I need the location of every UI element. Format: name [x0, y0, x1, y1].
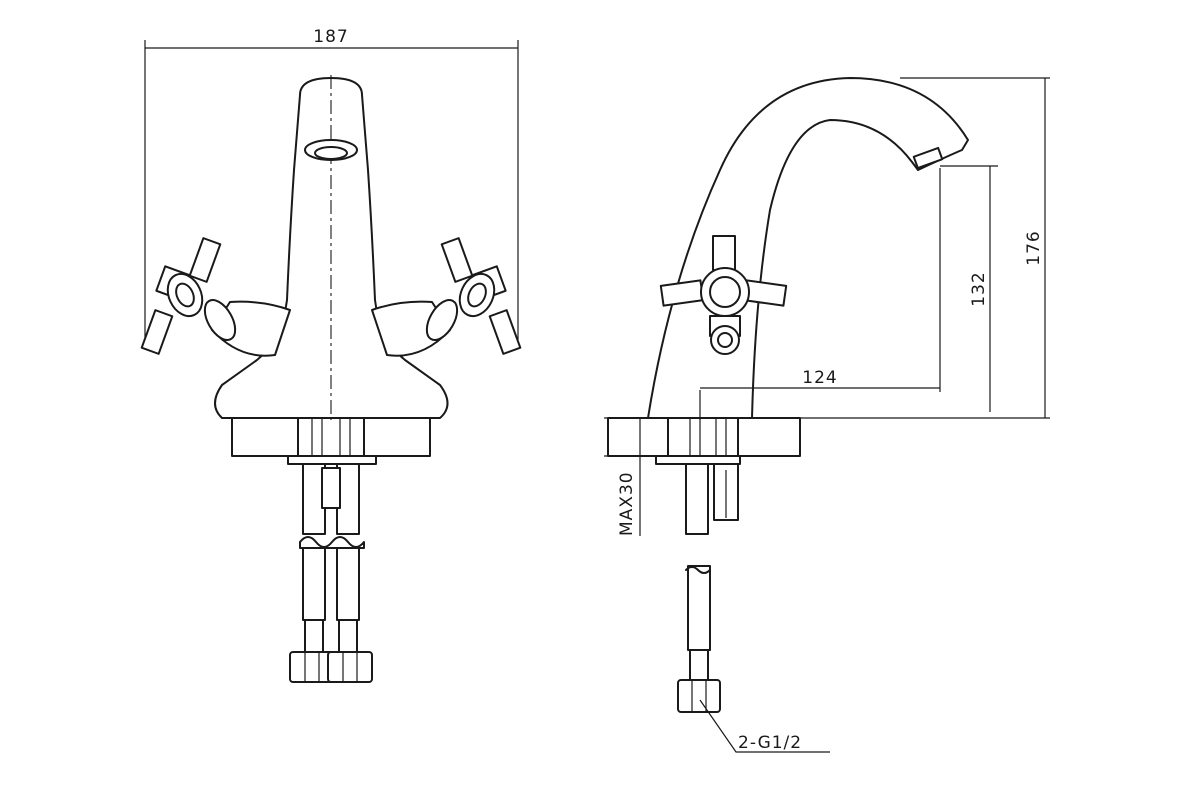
side-supply-hose: 2-G1/2 — [677, 463, 830, 753]
front-left-cross-handle — [140, 237, 222, 355]
side-cross-handle — [659, 235, 788, 355]
front-faucet-body — [214, 77, 449, 419]
dimension-mount-thickness: MAX30 — [604, 417, 644, 536]
dimension-width-label: 187 — [313, 27, 348, 47]
front-countertop — [231, 417, 431, 465]
dimension-spout-height: 132 — [940, 165, 998, 412]
front-supply-hoses — [289, 463, 373, 683]
side-countertop — [607, 417, 1050, 465]
connection-label: 2-G1/2 — [738, 733, 802, 753]
dimension-overall-height-label: 176 — [1024, 230, 1044, 265]
side-spout — [647, 77, 969, 419]
dimension-spout-reach: 124 — [699, 168, 941, 420]
dimension-overall-height: 176 — [900, 77, 1050, 418]
dimension-spout-height-label: 132 — [969, 271, 989, 306]
side-view: 2-G1/2 MAX30 124 132 176 — [604, 77, 1050, 753]
dimension-spout-reach-label: 124 — [802, 368, 837, 388]
front-view: 187 — [140, 27, 522, 683]
dimension-width: 187 — [144, 27, 519, 340]
dimension-mount-thickness-label: MAX30 — [617, 471, 637, 536]
front-right-cross-handle — [440, 237, 522, 355]
